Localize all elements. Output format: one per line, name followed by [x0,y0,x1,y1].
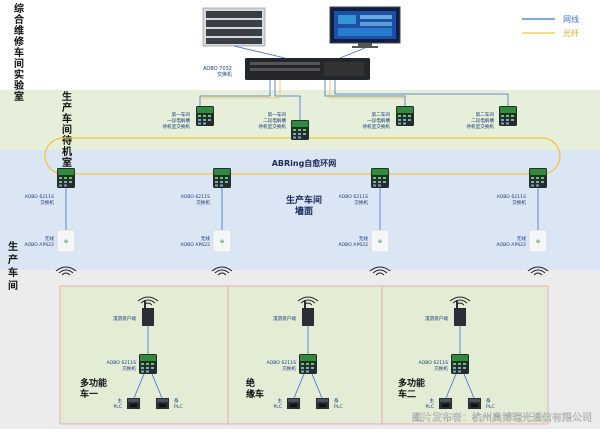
watermark-text: 图片发布者：杭州奥博瑞光通信有限公司 [412,411,592,424]
standby-switch-4-icon [499,106,517,126]
core-switch-icon [245,58,370,80]
vehicle-1-plc-main-icon [127,398,140,409]
vehicle-3-client-label: 漫游客户端 [425,315,448,322]
lab-zone-label: 综合维修车间实验室 [13,2,25,103]
standby-zone-label: 生产车间待机室 [62,90,72,169]
vehicle-2-switch-icon [299,354,317,374]
standby-switch-2-label: 第一车间二段电解槽待机室交换机 [258,111,286,130]
vehicle-1-client-icon [142,308,154,326]
ring-label: ABRing自愈环网 [272,158,337,168]
wall-switch-2-icon [213,168,231,188]
wall-zone-label: 生产车间墙面 [286,194,322,217]
server-rack-icon [202,7,266,47]
wall-switch-3-icon [371,168,389,188]
workshop-zone-label: 生产车间 [8,240,18,292]
wall-switch-1-icon [57,168,75,188]
vehicle-3-client-icon [454,308,466,326]
vehicle-2-client-icon [302,308,314,326]
legend-network-label: 网线 [563,14,579,24]
vehicle-1-switch-icon [139,354,157,374]
vehicle-3-plc-main-icon [439,398,452,409]
vehicle-3-plc-backup-icon [468,398,481,409]
standby-switch-3-icon [396,106,414,126]
ap-1-icon [56,229,76,253]
vehicle-2-name: 绝缘车 [246,377,264,400]
core-to-standby-links [199,80,509,120]
standby-switch-1-icon [196,106,214,126]
legend-fiber-label: 光纤 [563,28,579,38]
ap-3-icon [370,229,390,253]
vehicle-2-plc-main-icon [287,398,300,409]
ap-4-icon [528,229,548,253]
vehicle-3-switch-icon [451,354,469,374]
standby-switch-4-label: 第二车间二段电解槽待机室交换机 [466,111,494,130]
standby-switch-2-icon [291,120,309,140]
vehicle-1-name: 多功能车一 [80,377,107,400]
standby-switch-3-label: 第二车间一段电解槽待机室交换机 [362,111,390,130]
wall-zone-bg [0,150,600,270]
vehicle-1-plc-backup-icon [156,398,169,409]
monitor-icon [329,6,401,48]
vehicle-3-name: 多功能车二 [398,377,425,400]
ap-2-icon [212,229,232,253]
vehicle-2-plc-backup-icon [316,398,329,409]
vehicle-1-client-label: 漫游客户端 [113,315,136,322]
link-server [233,45,286,59]
vehicle-2-client-label: 漫游客户端 [273,315,296,322]
wall-switch-4-icon [529,168,547,188]
standby-switch-1-label: 第一车间一段电解槽待机室交换机 [162,111,190,130]
link-monitor [339,47,366,59]
